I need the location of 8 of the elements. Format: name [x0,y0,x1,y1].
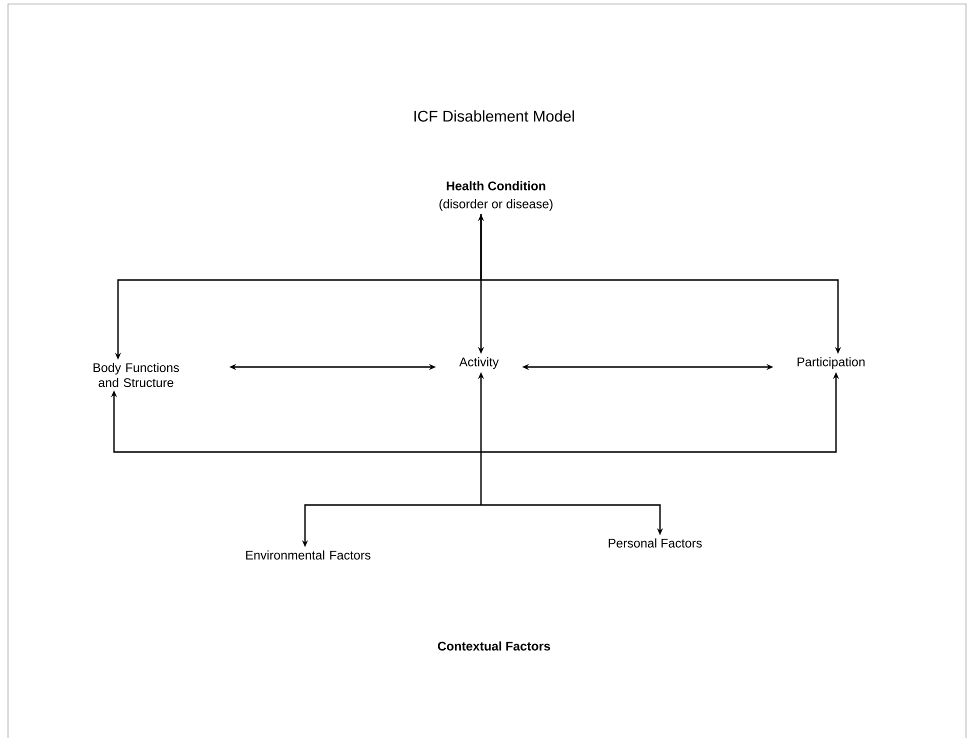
node-label: Participation [798,357,865,369]
node-label: Environmental Factors [246,550,370,560]
node-label: Body Functions and Structure [94,362,179,388]
title: ICF Disablement Model [414,110,574,122]
group-label: Contextual Factors [438,641,550,651]
node-label: Activity [459,357,499,369]
node-label: Personal Factors [608,538,702,548]
node-label: Health Condition (disorder or disease) [439,181,553,211]
